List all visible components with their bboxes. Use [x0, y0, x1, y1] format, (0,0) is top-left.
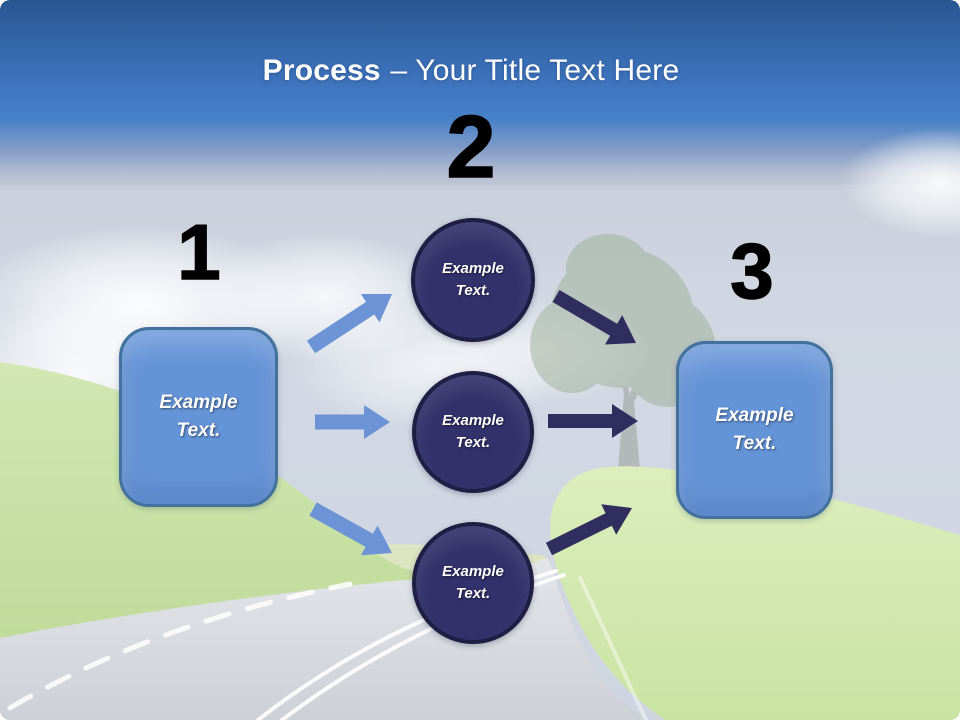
step3-box: Example Text.: [676, 341, 833, 519]
step1-box-label: Example Text.: [159, 391, 238, 442]
step2-circle-2: Example Text.: [412, 371, 534, 493]
step3-number: 3: [730, 227, 775, 315]
title-rest: – Your Title Text Here: [390, 54, 680, 87]
step2-circle-2-label: Example Text.: [442, 411, 504, 452]
step3-box-label: Example Text.: [715, 404, 794, 455]
step2-circle-3: Example Text.: [412, 522, 534, 644]
step2-number: 2: [446, 97, 496, 196]
step1-number: 1: [177, 208, 222, 296]
step2-circle-3-label: Example Text.: [442, 562, 504, 603]
slide-title: Process – Your Title Text Here: [0, 54, 960, 88]
grass-hill-right: [550, 466, 960, 720]
step2-circle-1: Example Text.: [411, 218, 535, 342]
step2-circle-1-label: Example Text.: [442, 259, 504, 300]
step1-box: Example Text.: [119, 327, 278, 507]
title-emphasis: Process: [262, 54, 381, 87]
